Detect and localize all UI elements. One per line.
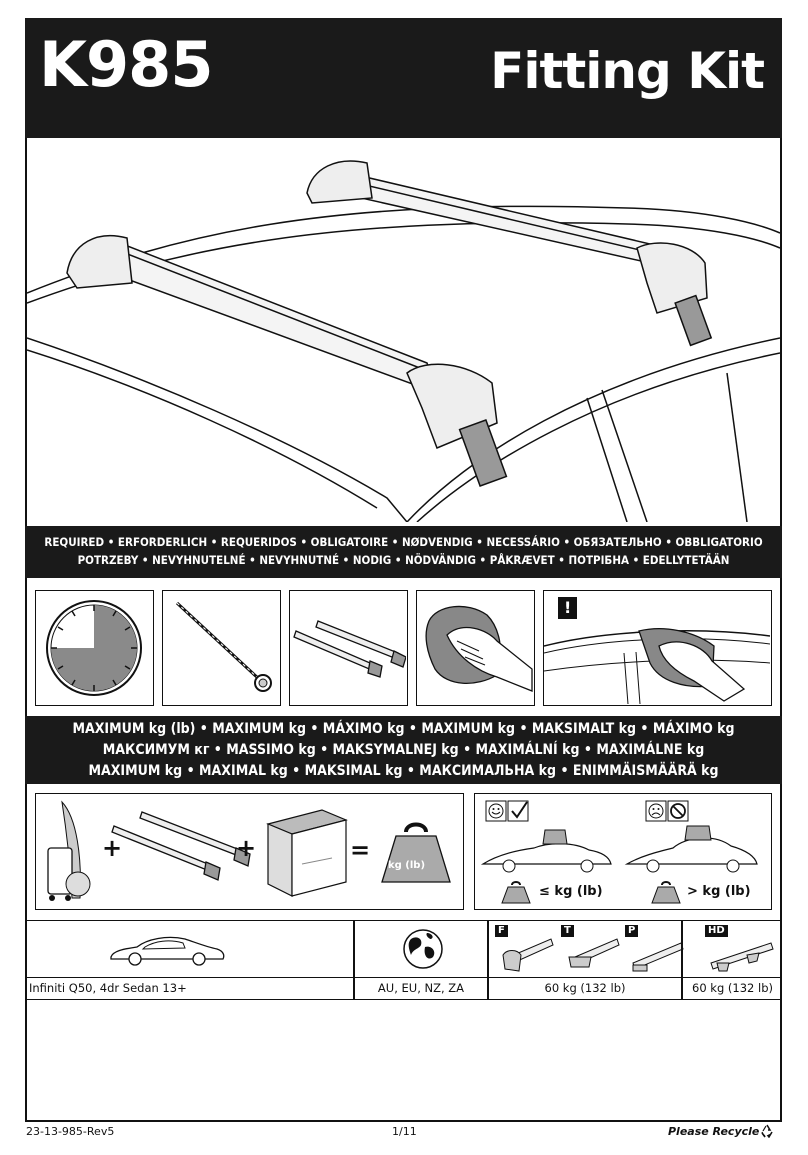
weight-label: kg (lb): [388, 860, 426, 871]
load-rules-panel: ≤ kg (lb) > kg (lb): [474, 793, 772, 910]
clock-panel: [35, 590, 154, 706]
vehicle-name: Infiniti Q50, 4dr Sedan 13+: [29, 981, 187, 995]
maximum-line-2: МАКСИМУМ кг • MASSIMO kg • MAKSYMALNEJ k…: [102, 742, 705, 758]
max-overload-label: > kg (lb): [687, 884, 751, 899]
table-header-row: F T P HD: [25, 921, 782, 978]
required-line-1: REQUIRED • ERFORDERLICH • REQUERIDOS • O…: [44, 535, 763, 549]
table-divider: [353, 921, 355, 999]
load-ftp: 60 kg (132 lb): [544, 981, 626, 995]
maximum-line-3: MAXIMUM kg • MAXIMAL kg • MAKSIMAL kg • …: [88, 763, 719, 779]
weight-ok-icon: [501, 881, 531, 904]
clock-icon: [46, 600, 142, 696]
maximum-line-1: MAXIMUM kg (lb) • MAXIMUM kg • MÁXIMO kg…: [72, 721, 735, 737]
required-band: REQUIRED • ERFORDERLICH • REQUERIDOS • O…: [25, 526, 782, 578]
load-hd: 60 kg (132 lb): [692, 981, 773, 995]
page-number: 1/11: [392, 1125, 417, 1138]
header-bar: K985 Fitting Kit: [25, 18, 782, 138]
roof-box-package-icon: [266, 809, 348, 897]
cleaning-cloth-icon: [425, 605, 533, 692]
sad-face-prohibited-icon: [645, 800, 689, 822]
happy-face-check-icon: [485, 800, 529, 822]
foot-f-icon: [502, 938, 554, 972]
recycle-note: Please Recycle: [668, 1125, 760, 1138]
foot-type-f-label: F: [495, 925, 508, 937]
bars-panel: [289, 590, 408, 706]
table-divider: [681, 921, 683, 999]
roof-bars-icon: [111, 811, 251, 881]
luggage-icon: [47, 800, 91, 901]
table-divider: [487, 921, 489, 999]
recycle-icon: [761, 1124, 773, 1138]
page-title: Fitting Kit: [490, 42, 765, 100]
clean-roof-panel: !: [543, 590, 772, 706]
torque-tool-icon: [175, 601, 272, 692]
model-number: K985: [39, 28, 213, 101]
foot-type-p-label: P: [625, 925, 639, 937]
load-formula-panel: + + = kg (lb): [35, 793, 464, 910]
warning-icon: !: [558, 597, 578, 619]
weight-overload-icon: [651, 881, 681, 904]
car-ok-load-icon: [480, 829, 612, 873]
document-id: 23-13-985-Rev5: [26, 1125, 115, 1138]
plus-sign-1: +: [102, 834, 123, 862]
weight-icon: [381, 822, 451, 883]
globe-icon: [403, 929, 443, 969]
car-roof-bars-illustration: [27, 160, 780, 522]
vehicle-fit-table: F T P HD Infiniti Q50, 4dr Sedan 13+ AU,…: [25, 920, 782, 1000]
clean-roof-icon: [543, 628, 771, 705]
tool-panel: [162, 590, 281, 706]
car-overload-icon: [624, 825, 758, 873]
foot-t-icon: [568, 938, 620, 968]
cloth-panel: [416, 590, 535, 706]
table-row: Infiniti Q50, 4dr Sedan 13+ AU, EU, NZ, …: [25, 977, 782, 1000]
maximum-band: MAXIMUM kg (lb) • MAXIMUM kg • MÁXIMO kg…: [25, 716, 782, 784]
max-ok-label: ≤ kg (lb): [539, 884, 603, 899]
foot-p-icon: [632, 942, 684, 972]
foot-type-hd-label: HD: [705, 925, 728, 937]
foot-hd-icon: [710, 942, 774, 972]
required-line-2: POTRZEBY • NEVYHNUTELNÉ • NEVYHNUTNÉ • N…: [77, 553, 730, 567]
equals-sign: =: [350, 836, 371, 864]
roof-bars-icon: [293, 620, 407, 678]
sedan-car-icon: [110, 936, 225, 966]
foot-type-t-label: T: [561, 925, 574, 937]
regions: AU, EU, NZ, ZA: [377, 981, 465, 995]
plus-sign-2: +: [236, 834, 257, 862]
